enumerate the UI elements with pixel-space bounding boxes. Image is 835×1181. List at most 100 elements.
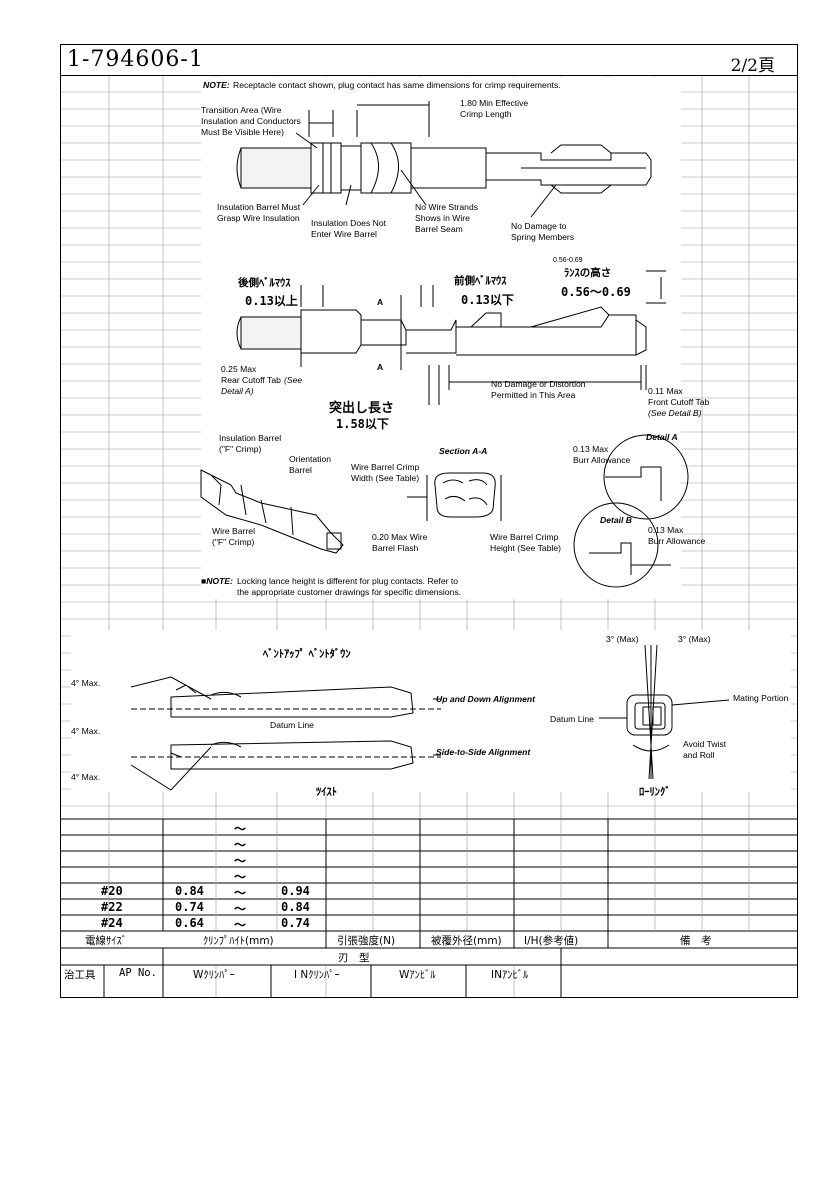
distortion-label: No Damage or Distortion [491,379,586,389]
title-row: 1-794606-1 2/2頁 [61,45,797,76]
top-note-text: Receptacle contact shown, plug contact h… [233,80,561,90]
tilde-row-2: ～ [234,838,247,852]
bend-up-down-label: ﾍﾞﾝﾄｱｯﾌﾟ ﾍﾞﾝﾄﾀﾞｳﾝ [263,648,351,660]
tilde-row-3: ～ [234,854,247,868]
isometric-contact-drawing [200,469,344,554]
orientation-barrel-label: Orientation [289,454,332,464]
avoid-twist-label-2: and Roll [683,750,715,760]
protrusion-value: 1.58以下 [336,417,389,431]
ap-number-label: AP No. [119,967,157,979]
die-label: 刃 型 [338,952,370,964]
drawing-sheet: 1-794606-1 2/2頁 NOTE: Receptacle contact… [60,44,798,998]
crimp-width-label: Wire Barrel Crimp [351,462,420,472]
lance-height-label: ﾗﾝｽの高さ [564,267,612,279]
transition-area-label-2: Insulation and Conductors [201,116,301,126]
table-row-min: 0.74 [175,900,204,914]
crimp-width-label-2: Width (See Table) [351,473,420,483]
contact-side-view-drawing [236,270,666,405]
datum-line-label: Datum Line [270,720,314,730]
in-crimper-label: I Nｸﾘﾝﾊﾟｰ [294,969,340,981]
in-anvil-label: INｱﾝﾋﾞﾙ [491,969,529,981]
table-row-size: #24 [101,916,123,930]
datum-line-right-label: Datum Line [550,714,594,724]
insulation-not-label: Insulation Does Not [311,218,386,228]
crimp-height-label-2: Height (See Table) [490,543,562,553]
detail-a-drawing [603,434,689,520]
header-crimp-height: ｸﾘﾝﾌﾟﾊｲﾄ(mm) [203,935,274,947]
section-a-a-drawing [407,472,502,521]
twist-label: ﾂｲｽﾄ [316,786,337,798]
wire-strands-label: No Wire Strands [415,202,479,212]
wire-f-crimp-label-2: ("F" Crimp) [212,537,255,547]
distortion-label-2: Permitted in This Area [491,390,576,400]
rear-cutoff-label-4: Detail A) [221,386,254,396]
header-tensile: 引張強度(N) [337,935,396,947]
burr-b-label: 0.13 Max [648,525,684,535]
bottom-note-line-1: Locking lance height is different for pl… [237,576,459,586]
transition-area-label-3: Must Be Visible Here) [201,127,284,137]
table-row-size: #22 [101,900,123,914]
header-ih: I/H(参考値) [524,935,579,947]
insulation-barrel-label: Insulation Barrel Must [217,202,301,212]
bottom-note-prefix: ■NOTE: [201,576,233,586]
header-remarks: 備 考 [680,935,712,947]
barrel-flash-label: 0.20 Max Wire [372,532,428,542]
burr-a-label: 0.13 Max [573,444,609,454]
rolling-label: ﾛｰﾘﾝｸﾞ [639,786,671,798]
table-row-size: #20 [101,884,123,898]
effective-crimp-label-2: Crimp Length [460,109,512,119]
bottom-note-line-2: the appropriate customer drawings for sp… [237,587,462,597]
front-cutoff-label-2: Front Cutoff Tab [648,397,710,407]
table-row-max: 0.74 [281,916,310,930]
deg-right-label: 3° (Max) [678,634,711,644]
orientation-barrel-label-2: Barrel [289,465,312,475]
wire-f-crimp-label: Wire Barrel [212,526,255,536]
tilde-row-4: ～ [234,870,247,884]
detail-b-title: Detail B [600,515,632,525]
twist-roll-drawing [599,644,730,780]
max-angle-3: 4° Max. [71,772,101,782]
front-cutoff-label-3: (See Detail B) [648,408,702,418]
spring-members-label: No Damage to [511,221,567,231]
front-bellmouth-label: 前側ﾍﾞﾙﾏｳｽ [454,275,507,287]
effective-crimp-label: 1.80 Min Effective [460,98,529,108]
wire-strands-label-3: Barrel Seam [415,224,463,234]
transition-area-label: Transition Area (Wire [201,105,282,115]
front-cutoff-label: 0.11 Max [648,386,683,396]
table-row-max: 0.84 [281,900,310,914]
burr-a-label-2: Burr Allowance [573,455,631,465]
lance-height-small: 0.56-0.69 [553,257,583,264]
section-a-a-title: Section A-A [439,446,488,456]
avoid-twist-label: Avoid Twist [683,739,727,749]
rear-bellmouth-label: 後側ﾍﾞﾙﾏｳｽ [238,277,291,289]
rear-cutoff-label-2: Rear Cutoff Tab [221,375,281,385]
max-angle-1: 4° Max. [71,678,101,688]
tool-label: 治工具 [64,969,96,981]
top-note-prefix: NOTE: [203,80,230,90]
ins-f-crimp-label-2: ("F" Crimp) [219,444,262,454]
table-row-tilde: ～ [234,902,247,916]
barrel-flash-label-2: Barrel Flash [372,543,419,553]
header-outer-diameter: 被覆外径(mm) [431,935,502,947]
ins-f-crimp-label: Insulation Barrel [219,433,282,443]
deg-left-label: 3° (Max) [606,634,639,644]
crimped-contact-drawing [236,101,652,218]
table-row-tilde: ～ [234,886,247,900]
insulation-not-label-2: Enter Wire Barrel [311,229,377,239]
table-row-tilde: ～ [234,918,247,932]
tilde-row-1: ～ [234,822,247,836]
detail-b-drawing [573,502,671,588]
w-crimper-label: Wｸﾘﾝﾊﾟｰ [193,969,235,981]
side-to-side-alignment-label: Side-to-Side Alignment [436,747,531,757]
up-down-alignment-label: Up and Down Alignment [436,694,535,704]
header-wire-size: 電線ｻｲｽﾞ [85,935,127,947]
lance-height-value: 0.56～0.69 [561,285,631,299]
crimp-height-label: Wire Barrel Crimp [490,532,559,542]
insulation-barrel-label-2: Grasp Wire Insulation [217,213,300,223]
rear-cutoff-label: 0.25 Max [221,364,257,374]
detail-a-title: Detail A [646,432,678,442]
section-a-marker-top: A [377,297,384,307]
rear-cutoff-label-3: (See [284,375,303,385]
mating-portion-label: Mating Portion [733,693,789,703]
figure-line-art [130,101,730,791]
